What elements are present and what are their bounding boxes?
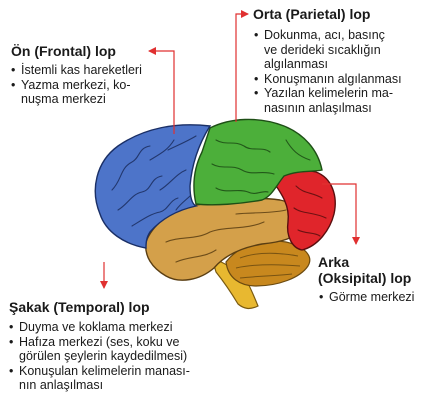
frontal-item-text: İstemli kas hareketleri xyxy=(21,63,142,77)
bullet: • xyxy=(254,28,259,42)
parietal-item: • Dokunma, acı, basınç ve derideki sıcak… xyxy=(254,28,402,72)
bullet: • xyxy=(11,77,16,92)
temporal-item-text: Konuşulan kelimelerin manası- xyxy=(19,363,190,378)
occipital-item-text: Görme merkezi xyxy=(329,290,415,304)
frontal-item-text: nuşma merkezi xyxy=(21,92,106,107)
temporal-item-text: Hafıza merkezi (ses, koku ve xyxy=(19,334,180,349)
bullet: • xyxy=(11,63,16,77)
parietal-item-text: nasının anlaşılması xyxy=(264,100,372,115)
occipital-item: • Görme merkezi xyxy=(319,290,414,305)
parietal-item-text: Yazılan kelimelerin ma- xyxy=(264,86,393,101)
parietal-item: • Konuşmanın algılanması xyxy=(254,72,402,87)
temporal-item-text: Duyma ve koklama merkezi xyxy=(19,320,173,334)
parietal-arrow xyxy=(235,10,249,122)
bullet: • xyxy=(254,71,259,86)
occipital-lobe-functions: • Görme merkezi xyxy=(319,290,414,305)
bullet: • xyxy=(254,86,259,101)
occipital-lobe-title-line1: Arka xyxy=(318,254,350,270)
frontal-lobe xyxy=(94,124,212,249)
parietal-lobe xyxy=(193,118,323,206)
occipital-lobe-title-line2: (Oksipital) lop xyxy=(318,270,412,286)
frontal-item: • Yazma merkezi, ko- nuşma merkezi xyxy=(11,78,142,107)
temporal-lobe-functions: • Duyma ve koklama merkezi • Hafıza merk… xyxy=(9,320,190,393)
temporal-item: • Konuşulan kelimelerin manası- nın anla… xyxy=(9,364,190,393)
frontal-item: • İstemli kas hareketleri xyxy=(11,63,142,78)
parietal-lobe-title: Orta (Parietal) lop xyxy=(253,6,371,22)
parietal-item-text: Dokunma, acı, basınç xyxy=(264,28,385,42)
frontal-arrow xyxy=(148,47,175,134)
parietal-item: • Yazılan kelimelerin ma- nasının anlaşı… xyxy=(254,86,402,115)
parietal-item-text: Konuşmanın algılanması xyxy=(264,71,402,86)
bullet: • xyxy=(9,363,14,378)
temporal-item-text: nın anlaşılması xyxy=(19,378,104,393)
frontal-lobe-title: Ön (Frontal) lop xyxy=(11,43,116,59)
parietal-lobe-functions: • Dokunma, acı, basınç ve derideki sıcak… xyxy=(254,28,402,116)
parietal-item-text: algılanması xyxy=(264,57,328,72)
parietal-lobe-label: Orta (Parietal) lop • Dokunma, acı, bası… xyxy=(253,6,402,116)
bullet: • xyxy=(9,334,14,349)
bullet: • xyxy=(319,290,324,304)
temporal-item: • Duyma ve koklama merkezi xyxy=(9,320,190,335)
temporal-item: • Hafıza merkezi (ses, koku ve görülen ş… xyxy=(9,335,190,364)
temporal-item-text: görülen şeylerin kaydedilmesi) xyxy=(19,349,188,364)
frontal-item-text: Yazma merkezi, ko- xyxy=(21,77,131,92)
bullet: • xyxy=(9,320,14,334)
temporal-lobe-title: Şakak (Temporal) lop xyxy=(9,299,150,315)
leader-arrows xyxy=(100,10,360,289)
temporal-lobe-label: Şakak (Temporal) lop • Duyma ve koklama … xyxy=(9,299,190,393)
parietal-item-text: ve derideki sıcaklığın xyxy=(264,42,381,57)
frontal-lobe-label: Ön (Frontal) lop • İstemli kas hareketle… xyxy=(11,43,142,107)
frontal-lobe-functions: • İstemli kas hareketleri • Yazma merkez… xyxy=(11,63,142,107)
occipital-arrow xyxy=(322,183,360,245)
occipital-lobe-label: Arka (Oksipital) lop • Görme merkezi xyxy=(318,254,414,305)
